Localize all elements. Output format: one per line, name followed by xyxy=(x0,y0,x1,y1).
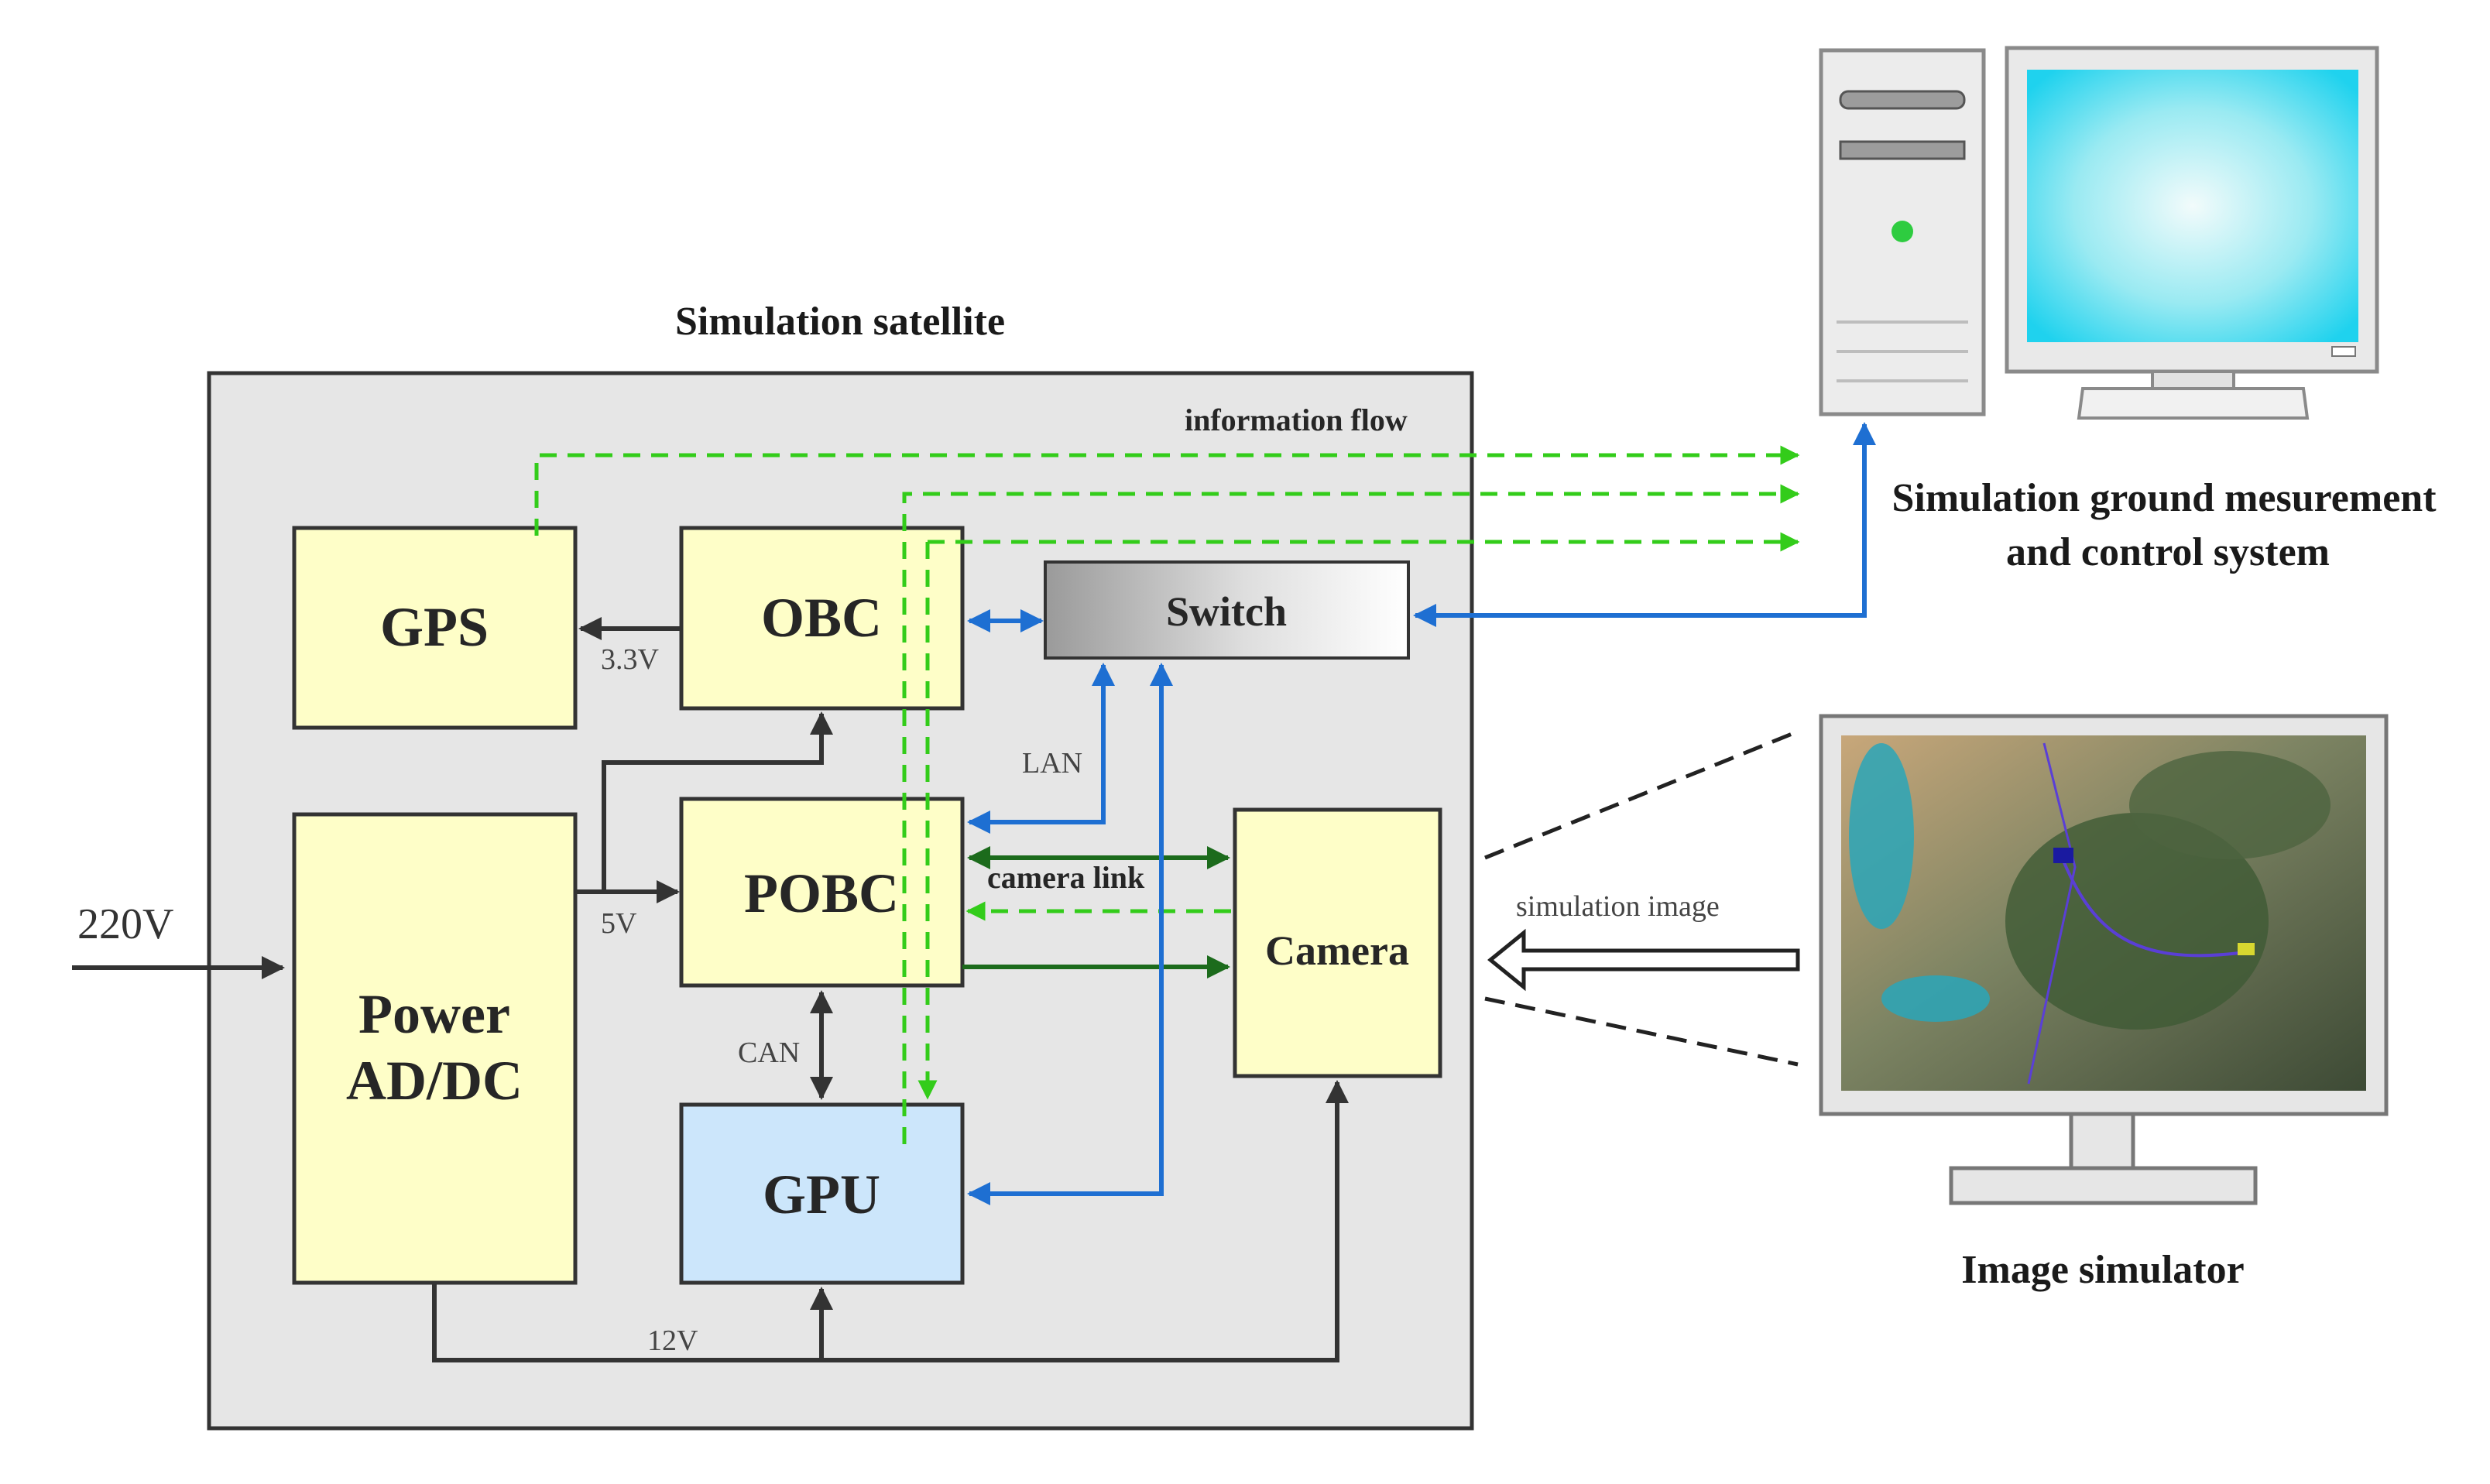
camera-link-label: camera link xyxy=(987,860,1145,895)
view-line-lower xyxy=(1484,996,1799,1067)
gpu-block: GPU xyxy=(679,1102,965,1285)
ground-system-title-line1: Simulation ground mesurement xyxy=(1892,476,2437,520)
lan-lines xyxy=(967,422,1876,1205)
label-12v: 12V xyxy=(647,1325,698,1357)
simulation-image-arrow xyxy=(1487,928,1800,992)
simulation-image-label: simulation image xyxy=(1516,890,1720,923)
satellite-title: Simulation satellite xyxy=(675,300,1005,344)
svg-text:Power: Power xyxy=(358,983,510,1045)
label-3v3: 3.3V xyxy=(601,643,660,676)
computer-tower-icon xyxy=(1819,48,1986,416)
information-flow-label: information flow xyxy=(1185,403,1408,437)
svg-text:OBC: OBC xyxy=(761,587,882,649)
label-5v: 5V xyxy=(601,907,637,940)
view-line-upper xyxy=(1484,729,1799,860)
svg-text:POBC: POBC xyxy=(744,862,899,924)
satellite-image xyxy=(1849,742,2331,1085)
svg-text:AD/DC: AD/DC xyxy=(346,1050,523,1112)
power-block: Power AD/DC xyxy=(292,812,578,1285)
pobc-block: POBC xyxy=(679,797,965,988)
monitor-icon xyxy=(1819,714,2389,1205)
label-can: CAN xyxy=(738,1037,800,1069)
svg-text:Camera: Camera xyxy=(1265,927,1409,974)
obc-block: OBC xyxy=(679,526,965,711)
lan-label: LAN xyxy=(1022,747,1082,780)
ground-system-title-line2: and control system xyxy=(2006,530,2330,574)
svg-text:GPU: GPU xyxy=(763,1164,880,1225)
svg-text:Switch: Switch xyxy=(1166,588,1287,635)
camera-block: Camera xyxy=(1233,807,1442,1078)
monitor-icon xyxy=(2005,46,2379,420)
gps-block: GPS xyxy=(292,526,578,730)
power-lines xyxy=(72,617,1349,1362)
image-simulator-title: Image simulator xyxy=(1961,1248,2244,1292)
svg-text:GPS: GPS xyxy=(380,596,489,658)
input-voltage-label: 220V xyxy=(77,900,173,948)
switch-block: Switch xyxy=(1044,560,1410,660)
